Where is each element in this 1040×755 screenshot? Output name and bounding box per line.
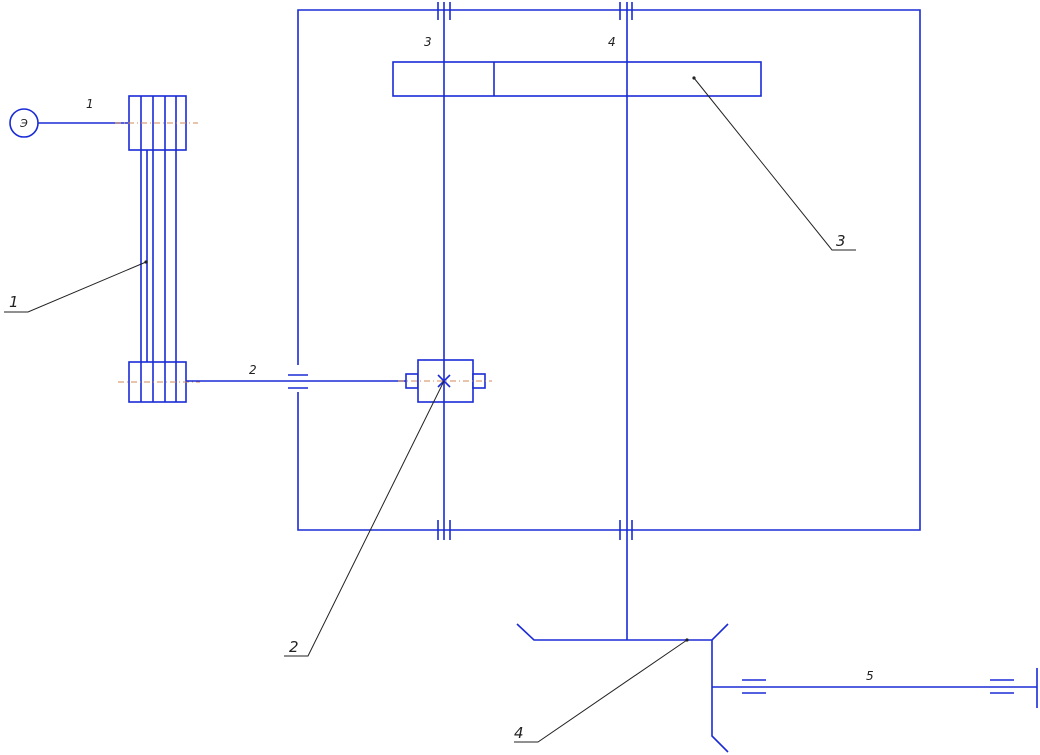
shaft-label-1: 1	[86, 97, 94, 111]
shaft-label-3: 3	[424, 35, 432, 49]
callout-leaders	[4, 76, 856, 743]
shaft-label-5: 5	[866, 669, 874, 683]
gearbox-housing	[288, 9, 921, 531]
gear-block	[392, 61, 762, 97]
shaft-labels: 1 2 3 4 5	[86, 35, 874, 683]
electric-motor: Э	[9, 108, 129, 138]
callout-3: 3	[836, 232, 846, 250]
shaft-label-2: 2	[249, 363, 257, 377]
callout-4: 4	[514, 724, 524, 742]
shaft-label-4: 4	[608, 35, 616, 49]
output-shaft	[712, 668, 1038, 708]
vertical-shafts	[443, 2, 628, 640]
callout-1: 1	[9, 293, 19, 311]
callout-labels: 1 2 3 4	[9, 232, 846, 742]
input-shaft	[186, 359, 492, 403]
belt-drive	[115, 95, 200, 403]
bearing-marks	[437, 2, 633, 540]
bevel-gear-pair	[516, 623, 729, 753]
callout-2: 2	[289, 638, 299, 656]
motor-symbol: Э	[19, 117, 28, 130]
